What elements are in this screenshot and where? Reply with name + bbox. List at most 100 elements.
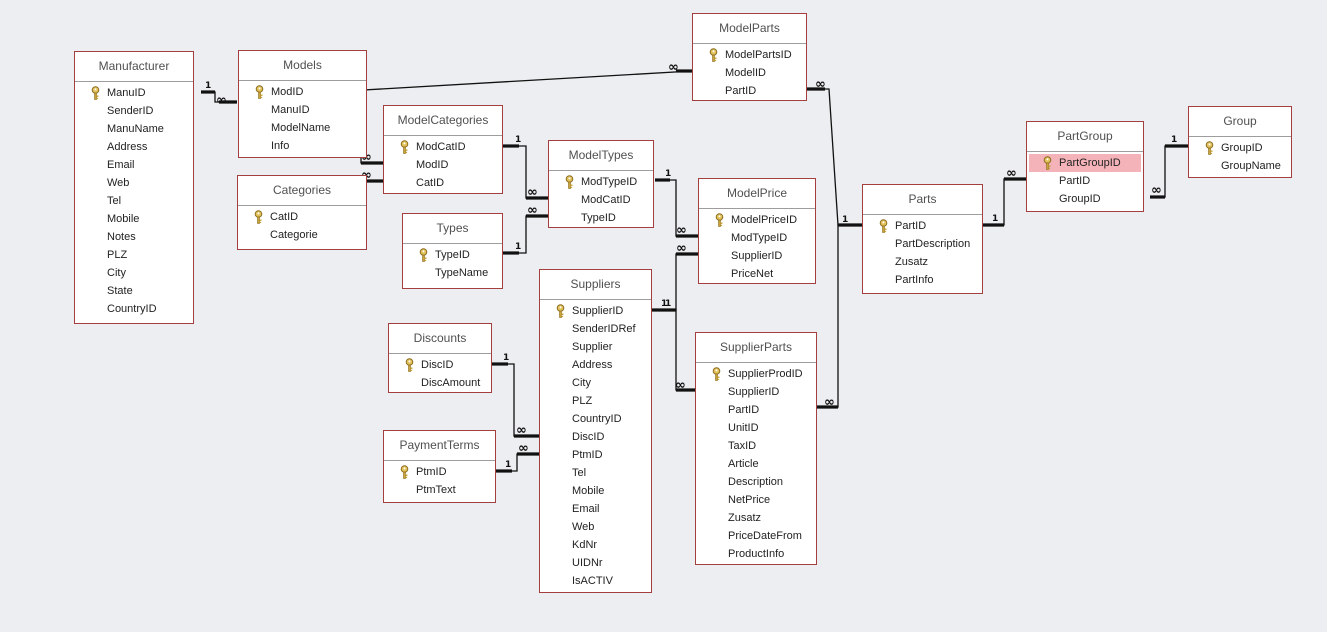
field-row[interactable]: GroupName [1189, 157, 1291, 175]
field-row[interactable]: PLZ [75, 246, 193, 264]
field-row[interactable]: Mobile [75, 210, 193, 228]
primary-key-field[interactable]: PartID [863, 217, 982, 235]
field-row[interactable]: ManuID [239, 101, 366, 119]
field-row[interactable]: Web [75, 174, 193, 192]
field-row[interactable]: SenderID [75, 102, 193, 120]
table-title[interactable]: ModelTypes [549, 141, 653, 171]
table-title[interactable]: PaymentTerms [384, 431, 495, 461]
field-row[interactable]: SupplierID [699, 247, 815, 265]
field-row[interactable]: ModelName [239, 119, 366, 137]
field-row[interactable]: PLZ [540, 392, 651, 410]
table-title[interactable]: Categories [238, 176, 366, 206]
field-row[interactable]: IsACTIV [540, 572, 651, 590]
field-row[interactable]: City [75, 264, 193, 282]
field-row[interactable]: Web [540, 518, 651, 536]
table-title[interactable]: ModelPrice [699, 179, 815, 209]
field-row[interactable]: SenderIDRef [540, 320, 651, 338]
field-row[interactable]: UIDNr [540, 554, 651, 572]
table-title[interactable]: Group [1189, 107, 1291, 137]
field-row[interactable]: Tel [540, 464, 651, 482]
field-row[interactable]: Description [696, 473, 816, 491]
field-row[interactable]: CatID [384, 174, 502, 192]
field-row[interactable]: Info [239, 137, 366, 155]
table-title[interactable]: Types [403, 214, 502, 244]
primary-key-field[interactable]: DiscID [389, 356, 491, 374]
field-row[interactable]: Zusatz [863, 253, 982, 271]
field-row[interactable]: Supplier [540, 338, 651, 356]
table-title[interactable]: Discounts [389, 324, 491, 354]
field-row[interactable]: UnitID [696, 419, 816, 437]
primary-key-field[interactable]: PartGroupID [1029, 154, 1141, 172]
field-row[interactable]: ProductInfo [696, 545, 816, 563]
table-title[interactable]: Manufacturer [75, 52, 193, 82]
primary-key-field[interactable]: ModelPartsID [693, 46, 806, 64]
field-row[interactable]: Mobile [540, 482, 651, 500]
field-row[interactable]: TypeID [549, 209, 653, 227]
table-title[interactable]: Parts [863, 185, 982, 215]
field-row[interactable]: Categorie [238, 226, 366, 244]
field-row[interactable]: Notes [75, 228, 193, 246]
field-row[interactable]: Email [540, 500, 651, 518]
field-row[interactable]: Zusatz [696, 509, 816, 527]
table-title[interactable]: SupplierParts [696, 333, 816, 363]
field-row[interactable]: GroupID [1027, 190, 1143, 208]
field-row[interactable]: DiscID [540, 428, 651, 446]
field-row[interactable]: Email [75, 156, 193, 174]
field-row[interactable]: Tel [75, 192, 193, 210]
field-row[interactable]: PartDescription [863, 235, 982, 253]
primary-key-field[interactable]: TypeID [403, 246, 502, 264]
field-row[interactable]: Article [696, 455, 816, 473]
field-row[interactable]: DiscAmount [389, 374, 491, 392]
table-title[interactable]: PartGroup [1027, 122, 1143, 152]
field-row[interactable]: ModelID [693, 64, 806, 82]
field-row[interactable]: ModID [384, 156, 502, 174]
field-row[interactable]: KdNr [540, 536, 651, 554]
primary-key-field[interactable]: CatID [238, 208, 366, 226]
field-row[interactable]: PtmText [384, 481, 495, 499]
field-row[interactable]: ModTypeID [699, 229, 815, 247]
primary-key-field[interactable]: PtmID [384, 463, 495, 481]
primary-key-field[interactable]: ManuID [75, 84, 193, 102]
primary-key-field[interactable]: ModelPriceID [699, 211, 815, 229]
table-title[interactable]: Models [239, 51, 366, 81]
primary-key-field[interactable]: ModTypeID [549, 173, 653, 191]
field-row[interactable]: CountryID [540, 410, 651, 428]
table-title[interactable]: ModelParts [693, 14, 806, 44]
field-row[interactable]: SupplierID [696, 383, 816, 401]
primary-key-field[interactable]: SupplierID [540, 302, 651, 320]
field-row[interactable]: PriceNet [699, 265, 815, 283]
field-row[interactable]: Address [540, 356, 651, 374]
field-row[interactable]: PartInfo [863, 271, 982, 289]
field-row[interactable]: ModCatID [549, 191, 653, 209]
field-row[interactable]: Address [75, 138, 193, 156]
field-row[interactable]: PartID [1027, 172, 1143, 190]
field-row[interactable]: NetPrice [696, 491, 816, 509]
field-row[interactable]: City [540, 374, 651, 392]
field-row[interactable]: PartID [696, 401, 816, 419]
table-title[interactable]: ModelCategories [384, 106, 502, 136]
field-row[interactable]: TypeName [403, 264, 502, 282]
field-row[interactable]: TaxID [696, 437, 816, 455]
primary-key-field[interactable]: ModID [239, 83, 366, 101]
field-row[interactable]: PtmID [540, 446, 651, 464]
table-title[interactable]: Suppliers [540, 270, 651, 300]
field-row[interactable]: PartID [693, 82, 806, 100]
field-row[interactable]: PriceDateFrom [696, 527, 816, 545]
field-row[interactable]: CountryID [75, 300, 193, 318]
primary-key-field[interactable]: GroupID [1189, 139, 1291, 157]
primary-key-field[interactable]: ModCatID [384, 138, 502, 156]
